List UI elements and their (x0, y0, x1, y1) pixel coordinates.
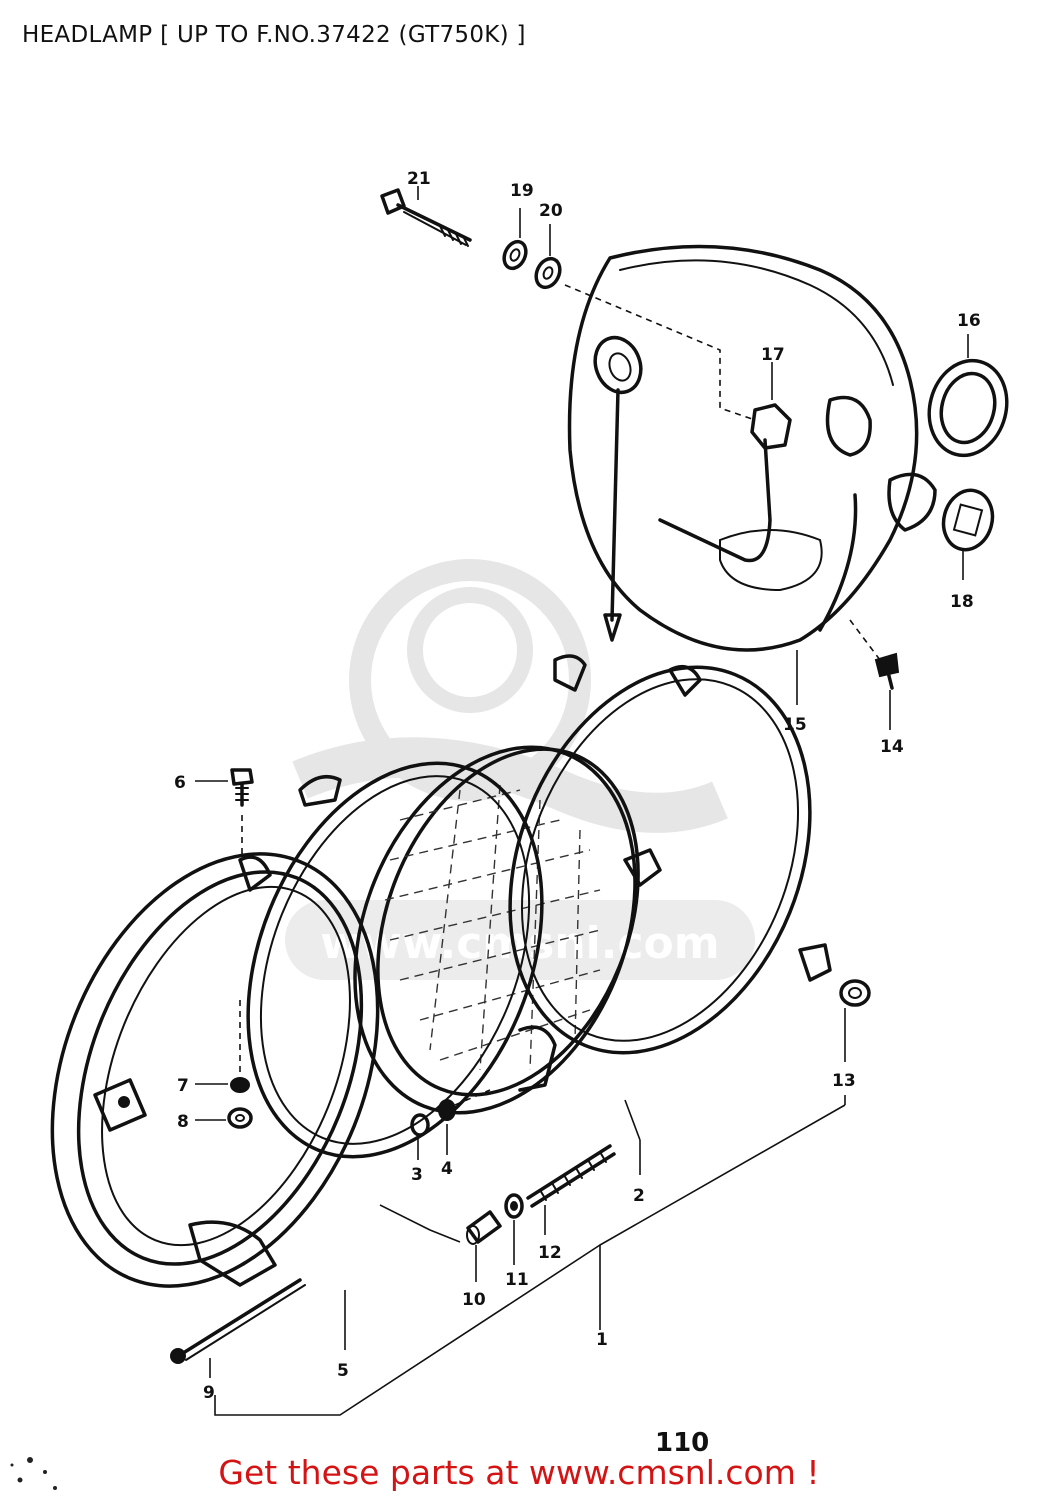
callout-19: 19 (510, 181, 534, 201)
part-16-boot (927, 358, 1009, 458)
callout-20: 20 (539, 201, 563, 221)
part-21-bolt (380, 188, 472, 247)
part-13-nut (839, 979, 871, 1007)
part-rim-ring (238, 761, 544, 1159)
callout-5: 5 (337, 1361, 349, 1381)
part-8-nut (227, 1107, 253, 1129)
diagram-title: HEADLAMP [ UP TO F.NO.37422 (GT750K) ] (22, 22, 526, 48)
leader-lines (195, 186, 969, 1416)
scan-speckle (10, 1457, 57, 1490)
part-2-sealed-beam-unit (353, 745, 662, 1115)
callout-13: 13 (832, 1071, 856, 1091)
part-18-grommet (941, 488, 995, 552)
callout-14: 14 (880, 737, 904, 757)
part-4-spring (438, 1099, 456, 1121)
part-3-screw (410, 1113, 430, 1137)
callout-6: 6 (174, 773, 186, 793)
callout-16: 16 (957, 311, 981, 331)
callout-2: 2 (633, 1186, 645, 1206)
callout-3: 3 (411, 1165, 423, 1185)
footer-link[interactable]: Get these parts at www.cmsnl.com ! (218, 1453, 820, 1492)
part-6-screw (230, 768, 254, 807)
callout-7: 7 (177, 1076, 189, 1096)
page-number: 110 (655, 1428, 710, 1458)
callout-10: 10 (462, 1290, 486, 1310)
part-15-headlamp-housing (567, 244, 937, 652)
part-5-headlamp-rim (50, 852, 380, 1288)
callout-8: 8 (177, 1112, 189, 1132)
callout-11: 11 (505, 1270, 529, 1290)
part-10-spacer (466, 1210, 502, 1245)
callout-1: 1 (596, 1330, 608, 1350)
part-20-washer (534, 256, 562, 290)
watermark-logo: www.cmsnl.com (285, 559, 755, 980)
part-19-lock-washer (502, 239, 528, 271)
part-14-screw (874, 652, 900, 690)
part-12-spring (526, 1144, 616, 1208)
callout-9: 9 (203, 1383, 215, 1403)
callout-15: 15 (783, 715, 807, 735)
callout-4: 4 (441, 1159, 453, 1179)
callout-21: 21 (407, 169, 431, 189)
callout-labels: 21 19 20 16 17 18 15 14 6 13 7 8 3 4 2 1… (174, 169, 981, 1403)
part-mounting-case (508, 654, 832, 1055)
part-11-washer (504, 1193, 524, 1219)
callout-17: 17 (761, 345, 785, 365)
part-7-lock-washer (230, 1077, 250, 1093)
watermark-text: www.cmsnl.com (320, 918, 719, 969)
callout-18: 18 (950, 592, 974, 612)
part-9-adjusting-screw (170, 1278, 306, 1364)
callout-12: 12 (538, 1243, 562, 1263)
